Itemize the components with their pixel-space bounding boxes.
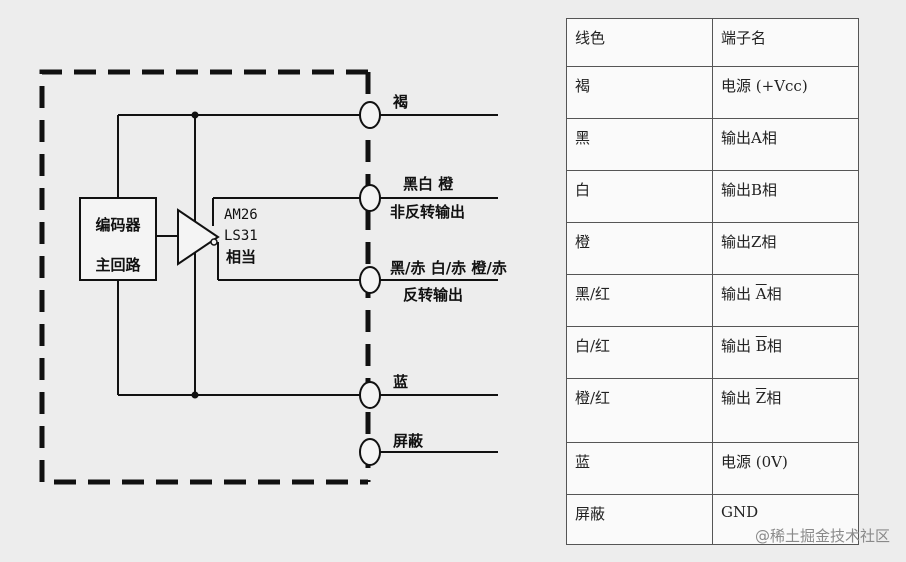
wire-color-table: 线色 端子名 褐 电源 (+Vcc) 黑 输出A相 白 输出B相 橙 输出Z相 … [566,18,859,545]
table-row: 橙/红 输出 Z相 [566,378,859,443]
cell-color: 褐 [566,66,713,119]
cell-color: 屏蔽 [566,494,713,545]
terminal-overline-letter: Z [755,389,767,407]
cell-terminal: 输出 A相 [712,274,859,327]
terminal-inverted [359,266,381,294]
label-blue: 蓝 [393,373,408,391]
terminal-prefix: 输出 [721,389,752,407]
terminal-shield [359,438,381,466]
table-row: 白/红 输出 B相 [566,326,859,379]
terminal-blue [359,381,381,409]
terminal-suffix: 相 [766,285,782,303]
driver-label-equivalent: 相当 [226,248,256,266]
label-shield: 屏蔽 [393,432,424,450]
cell-terminal: 电源 (+Vcc) [712,66,859,119]
table-row: 黑 输出A相 [566,118,859,171]
junction-dot-top [191,111,199,119]
table-header-row: 线色 端子名 [566,18,859,67]
cell-color: 蓝 [566,442,713,495]
cell-color: 白 [566,170,713,223]
watermark: @稀土掘金技术社区 [754,527,890,545]
encoder-housing-boundary [39,69,368,485]
label-black-white-orange: 黑白 橙 [403,175,454,193]
cell-terminal: 输出A相 [712,118,859,171]
cell-color: 黑/红 [566,274,713,327]
terminal-overline-letter: A [755,285,767,303]
driver-label-am26: AM26 [224,207,258,223]
cell-color: 橙/红 [566,378,713,443]
table-row: 黑/红 输出 A相 [566,274,859,327]
cell-terminal: GND [712,494,859,545]
main-circuit-label: 主回路 [95,256,141,274]
cell-color: 白/红 [566,326,713,379]
label-brown: 褐 [392,93,408,111]
junction-dot-bottom [191,391,199,399]
wires [117,114,498,453]
label-inverted-colors: 黑/赤 白/赤 橙/赤 [390,259,507,277]
terminal-suffix: 相 [766,389,782,407]
terminal-prefix: 输出 [721,337,752,355]
label-inverted-output: 反转输出 [403,286,463,304]
terminal-noninverted [359,184,381,212]
cell-color: 黑 [566,118,713,171]
cell-color: 橙 [566,222,713,275]
line-driver-symbol [177,208,220,266]
cell-terminal: 输出 Z相 [712,378,859,443]
terminal-overline-letter: B [755,337,767,355]
table-row: 白 输出B相 [566,170,859,223]
encoder-label: 编码器 [95,216,141,234]
label-noninverted-output: 非反转输出 [390,203,465,221]
inverter-bubble [210,238,218,246]
table-row: 屏蔽 GND [566,494,859,545]
terminal-suffix: 相 [766,337,782,355]
table-row: 橙 输出Z相 [566,222,859,275]
terminal-prefix: 输出 [721,285,752,303]
cell-terminal: 输出Z相 [712,222,859,275]
header-wire-color: 线色 [566,18,713,67]
terminal-brown [359,101,381,129]
table-row: 蓝 电源 (0V) [566,442,859,495]
header-terminal-name: 端子名 [712,18,859,67]
cell-terminal: 电源 (0V) [712,442,859,495]
cell-terminal: 输出 B相 [712,326,859,379]
driver-label-ls31: LS31 [224,228,258,244]
cell-terminal: 输出B相 [712,170,859,223]
table-row: 褐 电源 (+Vcc) [566,66,859,119]
